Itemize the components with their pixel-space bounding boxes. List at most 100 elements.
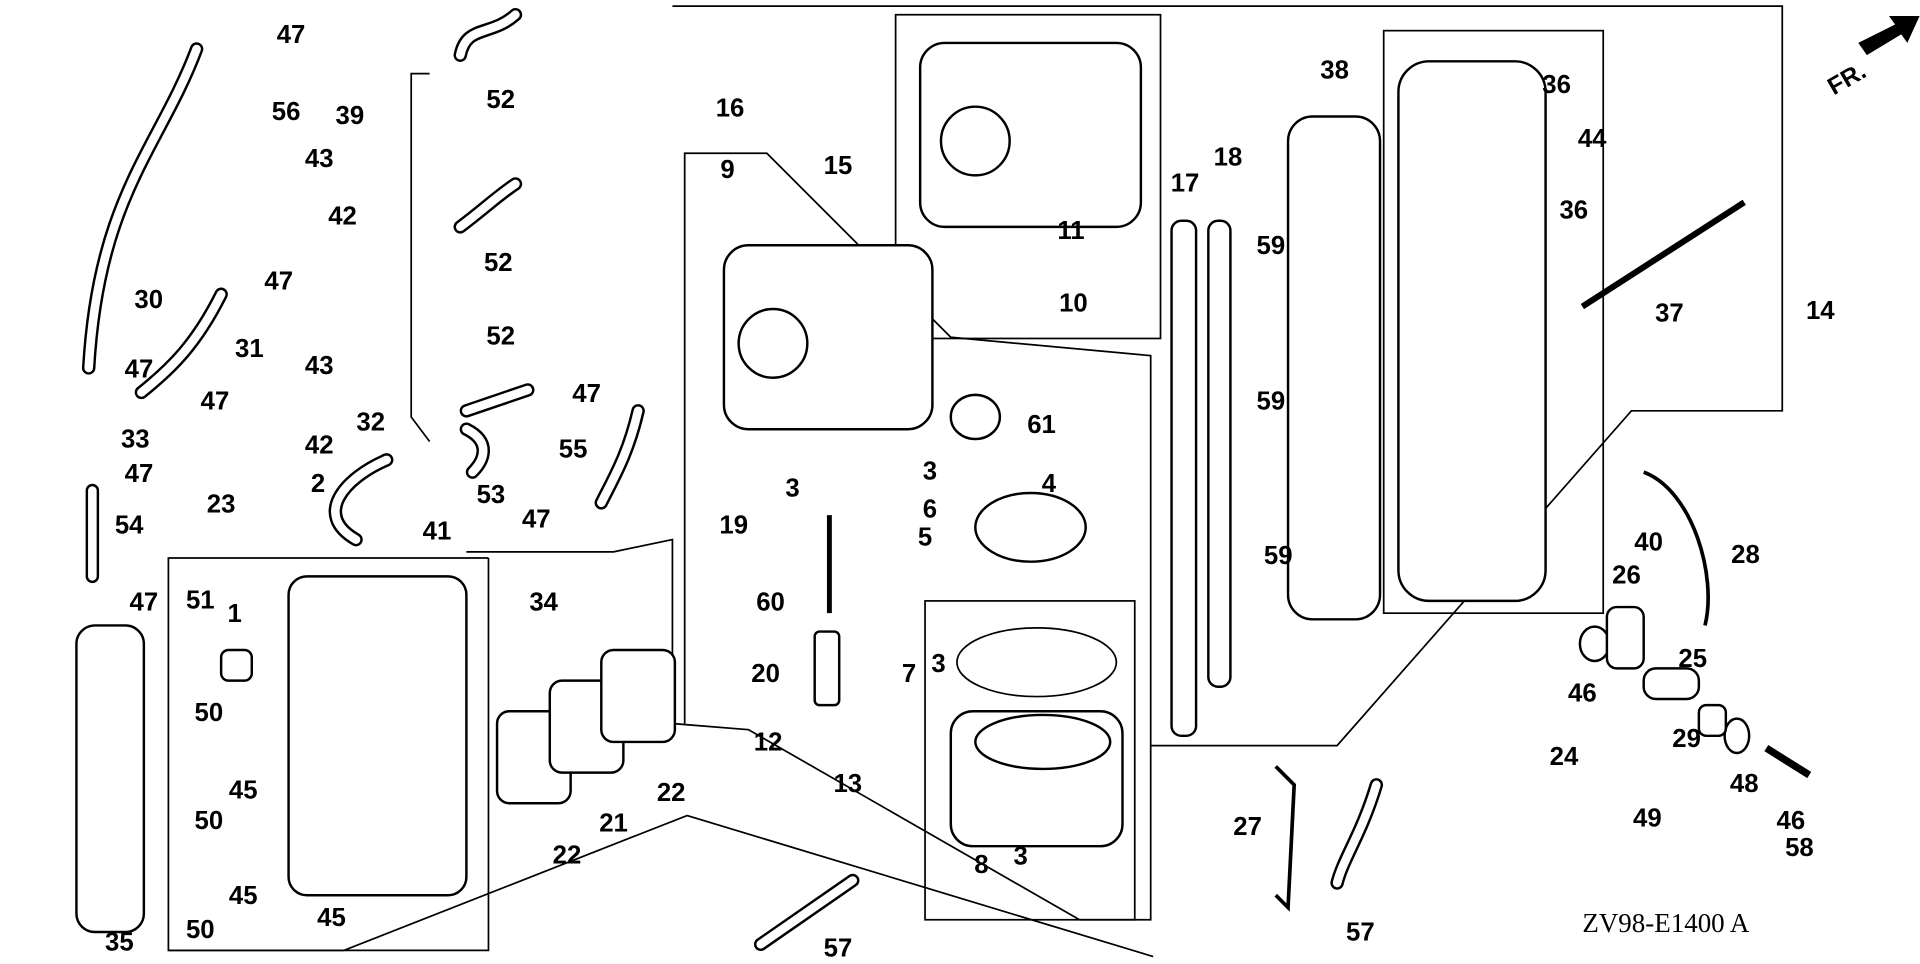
jet-20 bbox=[813, 630, 841, 707]
callout-17: 17 bbox=[1171, 169, 1200, 197]
callout-7: 7 bbox=[902, 660, 916, 688]
callout-2: 2 bbox=[311, 470, 325, 498]
callout-14: 14 bbox=[1806, 297, 1835, 325]
callout-42: 42 bbox=[328, 202, 357, 230]
bolt-44 bbox=[1580, 199, 1746, 310]
callout-49: 49 bbox=[1633, 805, 1662, 833]
fr-label: FR. bbox=[1823, 58, 1871, 101]
wire-27 bbox=[1274, 765, 1297, 912]
cap-61 bbox=[949, 393, 1002, 441]
callout-35: 35 bbox=[105, 928, 134, 956]
callout-20: 20 bbox=[751, 660, 780, 688]
callout-52: 52 bbox=[486, 86, 515, 114]
bracket-26 bbox=[1605, 605, 1645, 670]
assembly-outline bbox=[466, 5, 1784, 921]
wire-28 bbox=[1643, 470, 1710, 626]
callout-59: 59 bbox=[1264, 542, 1293, 570]
callout-6: 6 bbox=[923, 496, 937, 524]
callout-59: 59 bbox=[1257, 232, 1286, 260]
bushing-1 bbox=[219, 648, 254, 682]
callout-28: 28 bbox=[1731, 541, 1760, 569]
callout-47: 47 bbox=[572, 380, 601, 408]
callout-22: 22 bbox=[553, 841, 582, 869]
callout-47: 47 bbox=[264, 267, 293, 295]
callout-54: 54 bbox=[115, 511, 144, 539]
callout-46: 46 bbox=[1568, 679, 1597, 707]
callout-43: 43 bbox=[305, 352, 334, 380]
callout-59: 59 bbox=[1257, 388, 1286, 416]
callout-44: 44 bbox=[1578, 125, 1607, 153]
gasket-38 bbox=[1286, 115, 1382, 621]
drawing-code: ZV98-E1400 A bbox=[1582, 908, 1750, 938]
callout-37: 37 bbox=[1655, 299, 1684, 327]
carburetor-lower bbox=[722, 244, 934, 431]
lever-25 bbox=[1642, 667, 1701, 701]
callout-23: 23 bbox=[207, 491, 236, 519]
callout-38: 38 bbox=[1320, 56, 1349, 84]
gasket-22b bbox=[600, 648, 677, 744]
callout-9: 9 bbox=[720, 156, 734, 184]
callout-51: 51 bbox=[186, 586, 215, 614]
hose-56 bbox=[81, 42, 204, 375]
callout-4: 4 bbox=[1042, 470, 1057, 498]
callout-45: 45 bbox=[229, 882, 258, 910]
callout-18: 18 bbox=[1214, 144, 1243, 172]
callout-61: 61 bbox=[1027, 411, 1056, 439]
callout-48: 48 bbox=[1730, 770, 1759, 798]
callout-36: 36 bbox=[1542, 71, 1571, 99]
callout-3: 3 bbox=[923, 458, 937, 486]
callout-13: 13 bbox=[833, 770, 862, 798]
callout-16: 16 bbox=[716, 95, 745, 123]
callout-57: 57 bbox=[1346, 919, 1375, 947]
callout-47: 47 bbox=[125, 460, 154, 488]
callout-47: 47 bbox=[522, 505, 551, 533]
callout-33: 33 bbox=[121, 426, 150, 454]
callout-45: 45 bbox=[229, 776, 258, 804]
callout-47: 47 bbox=[277, 21, 306, 49]
callout-52: 52 bbox=[484, 249, 513, 277]
callout-47: 47 bbox=[130, 589, 159, 617]
callout-22: 22 bbox=[657, 779, 686, 807]
callout-29: 29 bbox=[1672, 725, 1701, 753]
callout-15: 15 bbox=[824, 152, 853, 180]
bottom-outline bbox=[168, 814, 1154, 958]
float-5 bbox=[974, 491, 1087, 563]
group-parts bbox=[75, 41, 1812, 934]
callout-50: 50 bbox=[186, 916, 215, 944]
callout-39: 39 bbox=[336, 102, 365, 130]
callout-1: 1 bbox=[227, 600, 241, 628]
washer-46b bbox=[1723, 717, 1751, 755]
callout-50: 50 bbox=[195, 807, 224, 835]
callout-3: 3 bbox=[785, 475, 799, 503]
callout-47: 47 bbox=[201, 388, 230, 416]
gasket-35 bbox=[75, 624, 146, 934]
fr-arrow-icon bbox=[1858, 15, 1920, 56]
link-17 bbox=[1170, 219, 1198, 738]
callout-43: 43 bbox=[305, 145, 334, 173]
silencer-34 bbox=[287, 575, 468, 897]
carburetor-box bbox=[894, 13, 1162, 340]
callout-32: 32 bbox=[356, 408, 385, 436]
callout-47: 47 bbox=[125, 356, 154, 384]
callout-40: 40 bbox=[1634, 529, 1663, 557]
group-hoses bbox=[81, 7, 1384, 952]
callout-42: 42 bbox=[305, 432, 334, 460]
callout-36: 36 bbox=[1559, 196, 1588, 224]
callout-11: 11 bbox=[1057, 217, 1084, 245]
callout-58: 58 bbox=[1785, 834, 1814, 862]
callout-31: 31 bbox=[235, 335, 264, 363]
washer-46 bbox=[1578, 625, 1611, 663]
callout-57: 57 bbox=[824, 935, 853, 959]
callout-5: 5 bbox=[918, 524, 932, 552]
o-ring-7 bbox=[956, 627, 1118, 698]
callout-24: 24 bbox=[1550, 743, 1579, 771]
callout-45: 45 bbox=[317, 904, 346, 932]
callout-8: 8 bbox=[974, 851, 988, 879]
callout-52: 52 bbox=[486, 323, 515, 351]
callout-19: 19 bbox=[719, 511, 748, 539]
callout-60: 60 bbox=[756, 589, 785, 617]
callout-34: 34 bbox=[529, 589, 558, 617]
manifold-37 bbox=[1397, 60, 1547, 603]
